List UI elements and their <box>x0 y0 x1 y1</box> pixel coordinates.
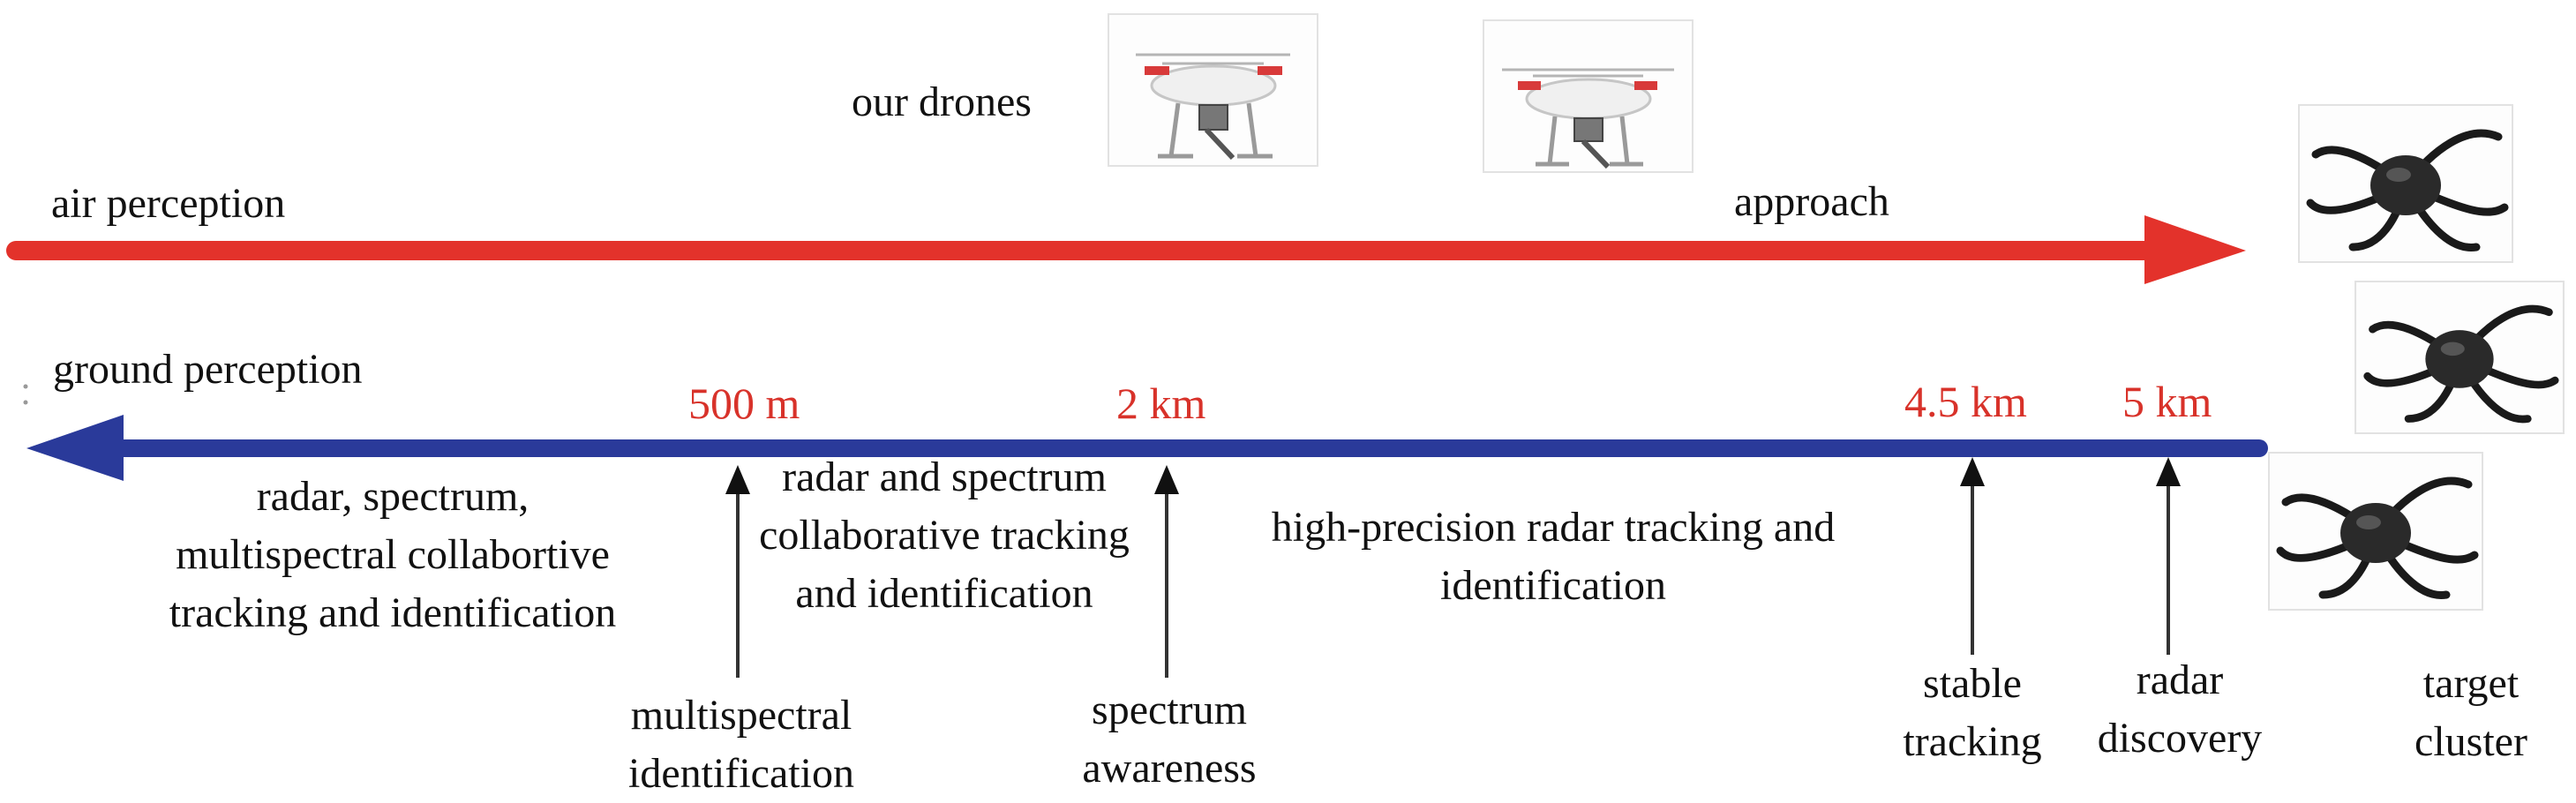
event-radar-discovery: radar discovery <box>2097 657 2263 762</box>
black-hexacopter-icon <box>2298 104 2513 263</box>
black-hexacopter-icon <box>2268 452 2483 611</box>
air-perception-label: air perception <box>51 180 286 227</box>
distance-2km: 2 km <box>1116 379 1206 428</box>
event-target-cluster: target cluster <box>2415 660 2527 765</box>
black-hexacopter-icon <box>2354 281 2565 434</box>
distance-5km: 5 km <box>2122 377 2212 426</box>
margin-dot <box>23 400 28 405</box>
ground-perception-arrow <box>26 415 2268 481</box>
event-multispectral-identification: multispectral identification <box>628 692 854 797</box>
white-quadcopter-icon <box>1108 13 1318 167</box>
stage-radar-and-spectrum: radar and spectrum collaborative trackin… <box>759 454 1130 617</box>
pointer-4-5km <box>1960 457 1985 655</box>
stage-radar-spectrum-multispectral: radar, spectrum, multispectral collabort… <box>169 473 617 636</box>
pointer-500m <box>725 465 750 678</box>
distance-4-5km: 4.5 km <box>1904 377 2027 426</box>
white-quadcopter-icon <box>1483 19 1694 173</box>
event-stable-tracking: stable tracking <box>1903 660 2042 765</box>
ground-perception-label: ground perception <box>53 346 363 393</box>
pointer-5km <box>2156 457 2181 655</box>
event-spectrum-awareness: spectrum awareness <box>1082 687 1257 792</box>
our-drones-label: our drones <box>852 79 1032 125</box>
distance-500m: 500 m <box>688 379 800 428</box>
margin-dot <box>23 384 28 389</box>
approach-label: approach <box>1734 178 1889 225</box>
air-perception-arrow <box>6 215 2246 284</box>
pointer-2km <box>1154 465 1179 678</box>
stage-high-precision-radar: high-precision radar tracking and identi… <box>1271 504 1836 609</box>
